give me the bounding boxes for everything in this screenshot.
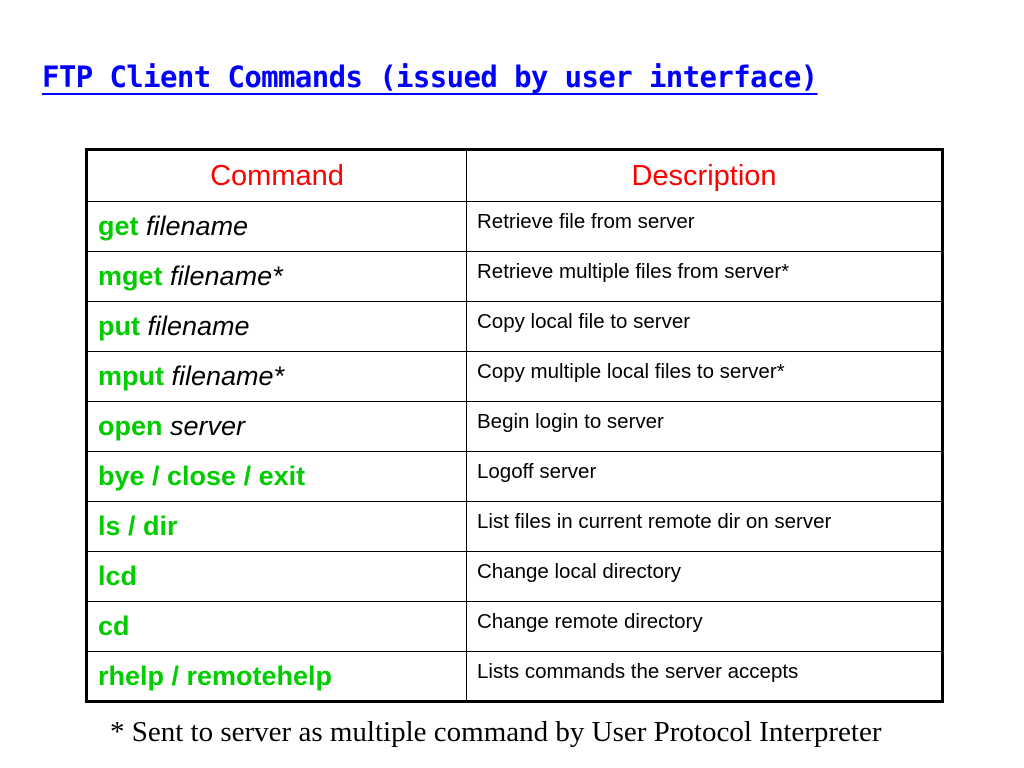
table-row: cd Change remote directory: [86, 601, 943, 652]
table-row: rhelp / remotehelp Lists commands the ser…: [86, 651, 943, 702]
command-cell: mget filename*: [86, 251, 467, 302]
description-cell: Begin login to server: [466, 401, 943, 452]
command-cell: get filename: [86, 201, 467, 252]
footnote: * Sent to server as multiple command by …: [110, 716, 882, 748]
command-cell: rhelp / remotehelp: [86, 651, 467, 702]
table-header-row: Command Description: [86, 149, 943, 202]
table-row: lcd Change local directory: [86, 551, 943, 602]
command-name: cd: [98, 611, 130, 641]
command-name: put: [98, 311, 140, 341]
table-row: mput filename*Copy multiple local files …: [86, 351, 943, 402]
description-cell: Change remote directory: [466, 601, 943, 652]
command-name: mput: [98, 361, 164, 391]
description-cell: Copy local file to server: [466, 301, 943, 352]
description-cell: Retrieve file from server: [466, 201, 943, 252]
command-cell: ls / dir: [86, 501, 467, 552]
command-cell: bye / close / exit: [86, 451, 467, 502]
command-cell: cd: [86, 601, 467, 652]
command-cell: lcd: [86, 551, 467, 602]
page-title: FTP Client Commands (issued by user inte…: [42, 60, 818, 94]
command-name: get: [98, 211, 139, 241]
description-cell: Change local directory: [466, 551, 943, 602]
command-name: open: [98, 411, 163, 441]
command-argument: server: [170, 411, 246, 441]
description-cell: Retrieve multiple files from server*: [466, 251, 943, 302]
command-cell: open server: [86, 401, 467, 452]
table-row: bye / close / exit Logoff server: [86, 451, 943, 502]
command-name: mget: [98, 261, 163, 291]
command-argument: filename: [146, 211, 249, 241]
command-argument: filename: [147, 311, 250, 341]
description-cell: Lists commands the server accepts: [466, 651, 943, 702]
command-cell: put filename: [86, 301, 467, 352]
description-cell: List files in current remote dir on serv…: [466, 501, 943, 552]
table-row: mget filename*Retrieve multiple files fr…: [86, 251, 943, 302]
header-description: Description: [466, 149, 943, 202]
command-name: ls / dir: [98, 511, 178, 541]
command-name: bye / close / exit: [98, 461, 306, 491]
description-cell: Logoff server: [466, 451, 943, 502]
command-name: rhelp / remotehelp: [98, 660, 333, 691]
description-cell: Copy multiple local files to server*: [466, 351, 943, 402]
header-command: Command: [86, 149, 467, 202]
command-cell: mput filename*: [86, 351, 467, 402]
command-argument: filename*: [171, 361, 285, 391]
table-row: ls / dir List files in current remote dir…: [86, 501, 943, 552]
command-argument: filename*: [170, 261, 283, 291]
command-name: lcd: [98, 561, 138, 591]
